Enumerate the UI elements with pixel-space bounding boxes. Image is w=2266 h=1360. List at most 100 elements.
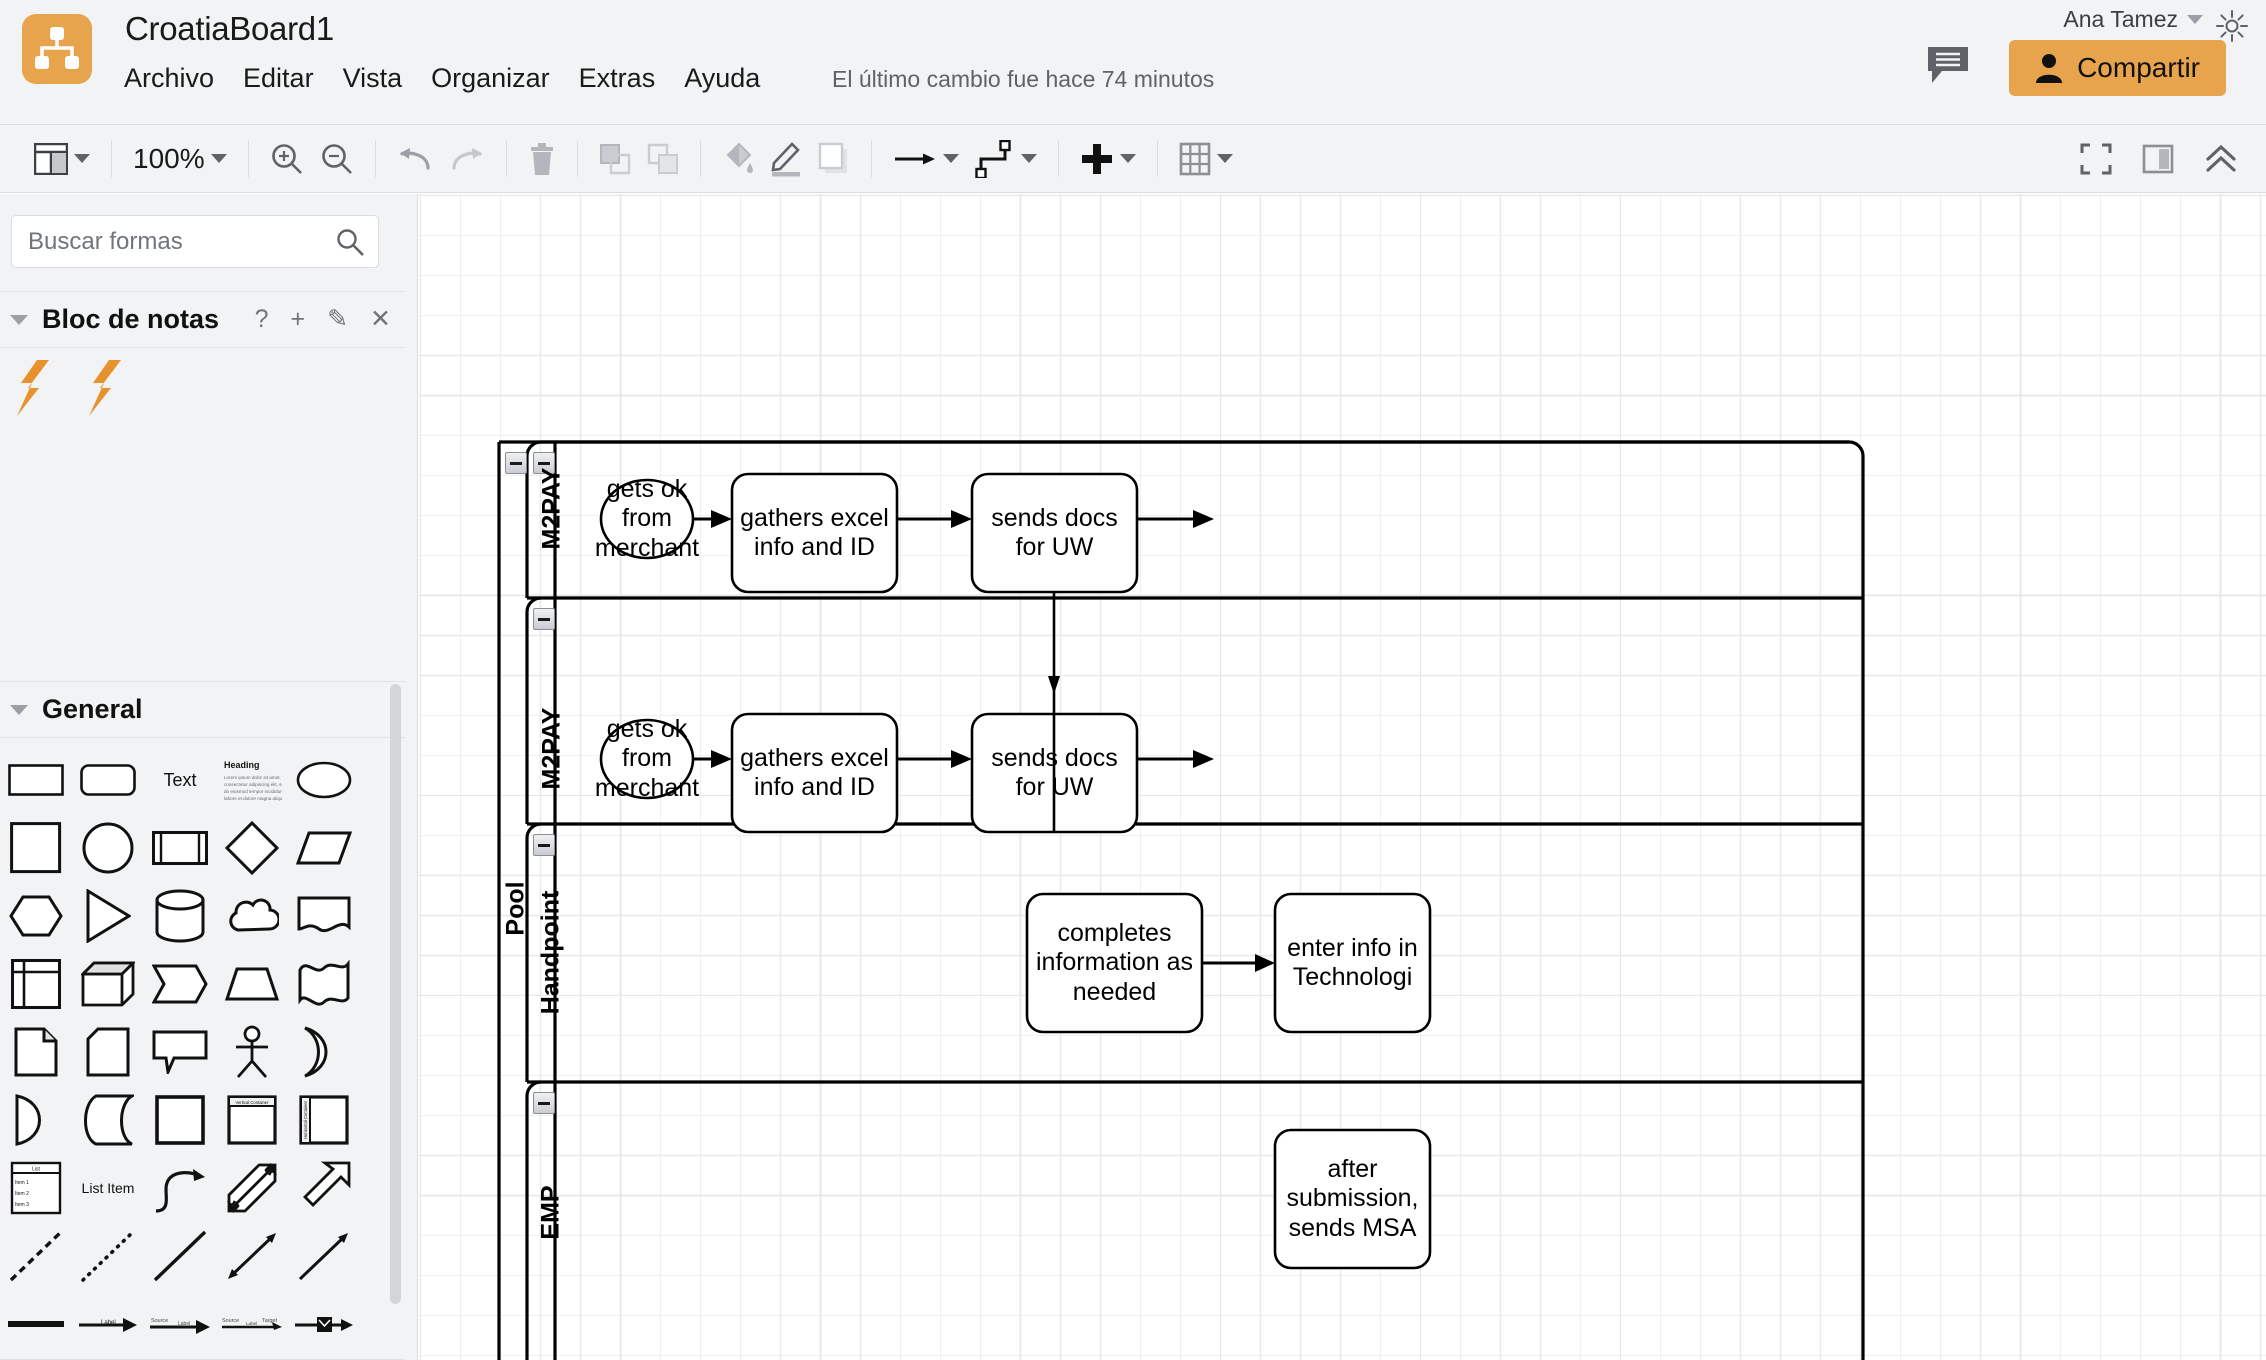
rectangle-shape[interactable] xyxy=(0,746,72,814)
message-arrow[interactable] xyxy=(288,1290,360,1358)
internal-storage-shape[interactable] xyxy=(0,950,72,1018)
list-item-shape[interactable]: List Item xyxy=(72,1154,144,1222)
line-color-button[interactable] xyxy=(762,137,810,181)
vertical-container-shape[interactable]: Vertical Container xyxy=(216,1086,288,1154)
lane-collapse-button-1[interactable] xyxy=(533,452,555,474)
link-shape[interactable] xyxy=(0,1290,72,1358)
cylinder-shape[interactable] xyxy=(144,882,216,950)
source-target-arrow[interactable]: Source Label Target xyxy=(216,1290,288,1358)
connection-button[interactable] xyxy=(967,136,1045,182)
container-shape[interactable] xyxy=(144,1086,216,1154)
table-button[interactable] xyxy=(1171,138,1241,180)
menu-archivo[interactable]: Archivo xyxy=(124,63,215,93)
menu-organizar[interactable]: Organizar xyxy=(431,63,550,93)
edge-n7-n8[interactable] xyxy=(1202,954,1275,972)
add-icon[interactable]: + xyxy=(290,305,306,333)
triangle-shape[interactable] xyxy=(72,882,144,950)
dotted-line-shape[interactable] xyxy=(72,1222,144,1290)
pool-collapse-button[interactable] xyxy=(505,452,527,474)
sidebar-scrollbar[interactable] xyxy=(390,684,401,1304)
share-button[interactable]: Compartir xyxy=(2009,40,2226,96)
node-shape-n2[interactable] xyxy=(730,472,899,594)
panel-toggle-button[interactable] xyxy=(2134,140,2182,178)
collapse-toolbar-button[interactable] xyxy=(2196,139,2246,179)
menu-vista[interactable]: Vista xyxy=(342,63,403,93)
zoom-out-button[interactable] xyxy=(312,138,362,180)
labeled-arrow-shape[interactable]: Label xyxy=(72,1290,144,1358)
user-menu[interactable]: Ana Tamez xyxy=(2063,6,2203,33)
menu-ayuda[interactable]: Ayuda xyxy=(684,63,761,93)
text-shape[interactable]: Text xyxy=(144,746,216,814)
process-shape[interactable] xyxy=(144,814,216,882)
comment-icon[interactable] xyxy=(1926,45,1970,90)
menu-editar[interactable]: Editar xyxy=(243,63,314,93)
lightning-bolt-shape[interactable] xyxy=(72,354,144,422)
dashed-line-shape[interactable] xyxy=(0,1222,72,1290)
edge-n4-n5[interactable] xyxy=(694,750,732,768)
directional-connector[interactable] xyxy=(288,1222,360,1290)
bidirectional-arrow-shape[interactable] xyxy=(216,1154,288,1222)
diamond-shape[interactable] xyxy=(216,814,288,882)
to-front-button[interactable] xyxy=(591,139,639,179)
cube-shape[interactable] xyxy=(72,950,144,1018)
lightning-bolt-shape[interactable] xyxy=(0,354,72,422)
callout-shape[interactable] xyxy=(144,1018,216,1086)
hexagon-shape[interactable] xyxy=(0,882,72,950)
data-storage-shape[interactable] xyxy=(72,1086,144,1154)
lane-collapse-button-2[interactable] xyxy=(533,608,555,630)
trapezoid-shape[interactable] xyxy=(216,950,288,1018)
undo-button[interactable] xyxy=(389,140,441,178)
node-shape-n5[interactable] xyxy=(730,712,899,834)
edit-icon[interactable]: ✎ xyxy=(327,305,349,333)
format-panel-button[interactable] xyxy=(26,139,98,179)
bidirectional-connector[interactable] xyxy=(216,1222,288,1290)
section-header-general[interactable]: General xyxy=(0,681,405,738)
curve-shape[interactable] xyxy=(144,1154,216,1222)
step-shape[interactable] xyxy=(144,950,216,1018)
node-shape-n1[interactable] xyxy=(599,478,695,560)
lane-collapse-button-4[interactable] xyxy=(533,1092,555,1114)
redo-button[interactable] xyxy=(441,140,493,178)
shadow-button[interactable] xyxy=(810,138,858,180)
close-icon[interactable]: ✕ xyxy=(370,305,391,333)
tape-shape[interactable] xyxy=(288,950,360,1018)
edge-n2-n3[interactable] xyxy=(897,510,972,528)
app-logo[interactable] xyxy=(22,14,92,84)
plain-line-shape[interactable] xyxy=(144,1222,216,1290)
search-input[interactable] xyxy=(11,215,379,268)
filled-arrow-shape[interactable] xyxy=(288,1154,360,1222)
cloud-shape[interactable] xyxy=(216,882,288,950)
card-shape[interactable] xyxy=(72,1018,144,1086)
edge-lane1-lane2[interactable] xyxy=(1048,592,1060,832)
diagram-canvas[interactable]: Pool M2PAY M2PAY Handpoint EMP gets ok f… xyxy=(419,194,2266,1360)
edge-n1-n2[interactable] xyxy=(694,510,732,528)
textbox-shape[interactable]: Heading Lorem ipsum dolor sit amet, cons… xyxy=(216,746,288,814)
ellipse-shape[interactable] xyxy=(288,746,360,814)
edge-n3-out[interactable] xyxy=(1137,510,1214,528)
search-icon[interactable] xyxy=(335,227,365,262)
or-shape[interactable] xyxy=(288,1018,360,1086)
note-shape[interactable] xyxy=(0,1018,72,1086)
zoom-dropdown[interactable]: 100% xyxy=(125,139,235,179)
edge-n5-n6[interactable] xyxy=(897,750,972,768)
sun-icon[interactable] xyxy=(2214,8,2250,49)
insert-button[interactable] xyxy=(1072,138,1144,180)
actor-shape[interactable] xyxy=(216,1018,288,1086)
rounded-rectangle-shape[interactable] xyxy=(72,746,144,814)
node-shape-n9[interactable] xyxy=(1273,1128,1432,1270)
node-shape-n4[interactable] xyxy=(599,718,695,800)
square-shape[interactable] xyxy=(0,814,72,882)
document-shape[interactable] xyxy=(288,882,360,950)
section-header-bloc-de-notas[interactable]: Bloc de notas ? + ✎ ✕ xyxy=(0,291,405,348)
list-shape[interactable]: List Item 1 Item 2 Item 3 xyxy=(0,1154,72,1222)
fullscreen-button[interactable] xyxy=(2072,139,2120,179)
edge-n6-out[interactable] xyxy=(1137,750,1214,768)
to-back-button[interactable] xyxy=(639,139,687,179)
waypoints-button[interactable] xyxy=(885,145,967,173)
help-icon[interactable]: ? xyxy=(254,305,269,333)
and-shape[interactable] xyxy=(0,1086,72,1154)
horizontal-container-shape[interactable]: Horizontal Container xyxy=(288,1086,360,1154)
zoom-in-button[interactable] xyxy=(262,138,312,180)
parallelogram-shape[interactable] xyxy=(288,814,360,882)
search-box[interactable] xyxy=(11,215,379,268)
